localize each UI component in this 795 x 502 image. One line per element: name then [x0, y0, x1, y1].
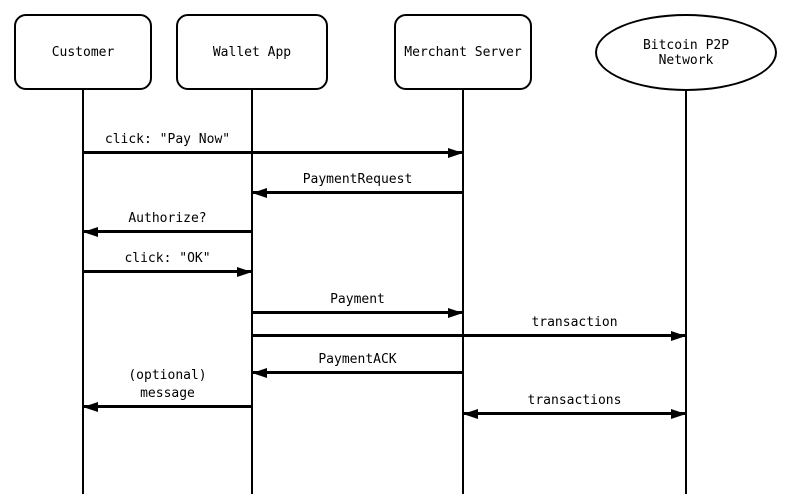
message-label: Authorize? [128, 211, 207, 226]
actor-merchant-server: Merchant Server [394, 14, 532, 90]
message-line [83, 230, 252, 233]
arrowhead-left [252, 368, 267, 378]
message-label: Payment [330, 292, 385, 307]
actor-wallet-app-label: Wallet App [212, 44, 292, 60]
arrowhead-left [83, 227, 98, 237]
message-label: click: "OK" [124, 251, 211, 266]
message-line [83, 270, 252, 273]
message-line [83, 151, 463, 154]
actor-customer-label: Customer [51, 44, 115, 60]
arrowhead-left [463, 409, 478, 419]
message-label: transactions [527, 393, 622, 408]
message-line [252, 191, 463, 194]
arrowhead-right [448, 148, 463, 158]
arrowhead-left [252, 188, 267, 198]
arrowhead-right [448, 308, 463, 318]
message-line [252, 334, 686, 337]
actor-wallet-app: Wallet App [176, 14, 328, 90]
arrowhead-right [671, 409, 686, 419]
actor-merchant-server-label: Merchant Server [404, 44, 522, 60]
message-label: (optional) message [128, 368, 207, 401]
message-line [252, 371, 463, 374]
arrowhead-right [237, 267, 252, 277]
message-label: transaction [531, 315, 618, 330]
message-line [252, 311, 463, 314]
lifeline-wallet-app [251, 90, 253, 494]
message-label: click: "Pay Now" [104, 132, 231, 147]
arrowhead-left [83, 402, 98, 412]
lifeline-merchant-server [462, 90, 464, 494]
actor-customer: Customer [14, 14, 152, 90]
arrowhead-right [671, 331, 686, 341]
message-line [463, 412, 686, 415]
message-label: PaymentACK [318, 352, 397, 367]
actor-bitcoin-p2p-network-label: Bitcoin P2P Network [642, 37, 730, 68]
message-label: PaymentRequest [302, 172, 413, 187]
lifeline-customer [82, 90, 84, 494]
lifeline-bitcoin-p2p-network [685, 91, 687, 494]
message-line [83, 405, 252, 408]
actor-bitcoin-p2p-network: Bitcoin P2P Network [595, 14, 777, 91]
